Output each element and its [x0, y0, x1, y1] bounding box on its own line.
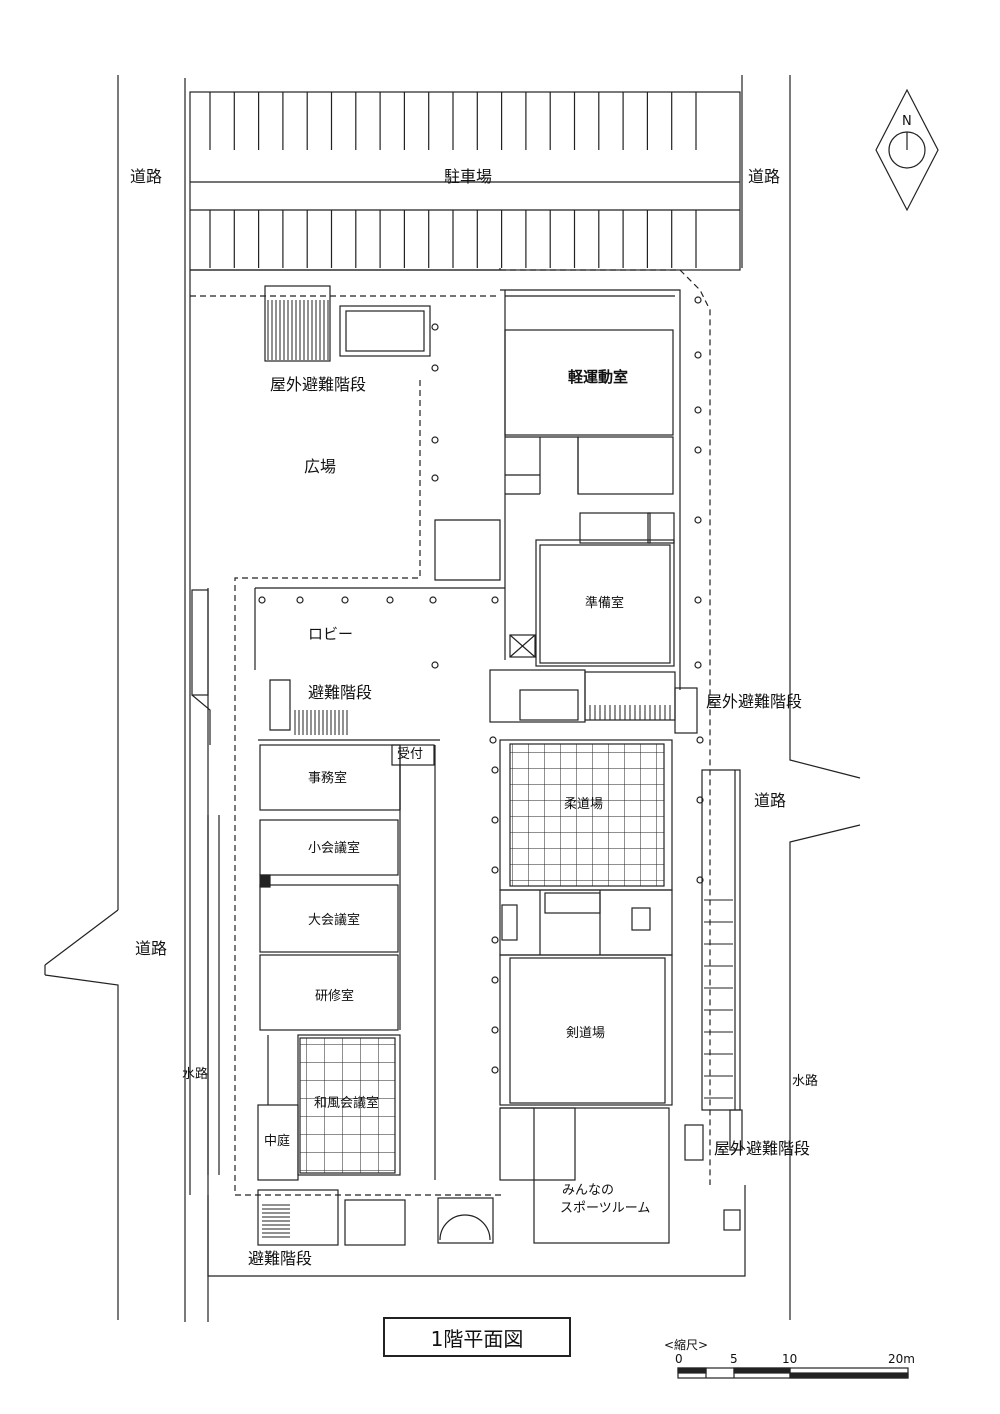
scale-caption: <縮尺>	[664, 1338, 709, 1352]
light-gym-label: 軽運動室	[568, 368, 629, 386]
reception-label: 受付	[397, 747, 424, 762]
scale-tick-10: 10	[782, 1352, 798, 1366]
sports-room-label-line2: スポーツルーム	[560, 1201, 651, 1216]
canal-right-label: 水路	[792, 1074, 819, 1089]
scale-tick-0: 0	[675, 1352, 683, 1366]
scale-tick-5: 5	[730, 1352, 738, 1366]
outdoor-stair-bottom-label: 屋外避難階段	[714, 1139, 811, 1158]
outdoor-stair-mid-label: 屋外避難階段	[706, 692, 803, 711]
japanese-meeting-label: 和風会議室	[314, 1096, 380, 1111]
plan-title: 1階平面図	[383, 1317, 571, 1357]
plaza-label: 広場	[304, 457, 337, 476]
evac-stair-lobby-label: 避難階段	[308, 683, 373, 702]
compass-letter: N	[902, 114, 912, 129]
prep-room-label: 準備室	[585, 596, 625, 611]
scale-bar	[677, 1367, 909, 1379]
lobby-label: ロビー	[308, 625, 354, 643]
road-label-mid-left: 道路	[135, 939, 168, 958]
road-label-top-left: 道路	[130, 167, 163, 186]
parking-label: 駐車場	[444, 167, 493, 186]
small-meeting-label: 小会議室	[308, 841, 361, 856]
courtyard-label: 中庭	[264, 1134, 291, 1149]
scale-tick-20m: 20m	[888, 1352, 915, 1366]
large-meeting-label: 大会議室	[308, 913, 361, 928]
kendo-label: 剣道場	[566, 1026, 606, 1041]
compass-icon	[875, 88, 939, 212]
training-label: 研修室	[315, 989, 355, 1004]
plan-title-text: 1階平面図	[430, 1326, 524, 1351]
office-label: 事務室	[308, 771, 348, 786]
road-label-top-right: 道路	[748, 167, 781, 186]
sports-room-label-line1: みんなの	[562, 1183, 615, 1198]
road-label-mid-right: 道路	[754, 791, 787, 810]
evac-stair-bottom-label: 避難階段	[248, 1249, 313, 1268]
canal-left-label: 水路	[182, 1067, 209, 1082]
judo-label: 柔道場	[564, 797, 604, 812]
outdoor-stair-top-label: 屋外避難階段	[270, 375, 367, 394]
